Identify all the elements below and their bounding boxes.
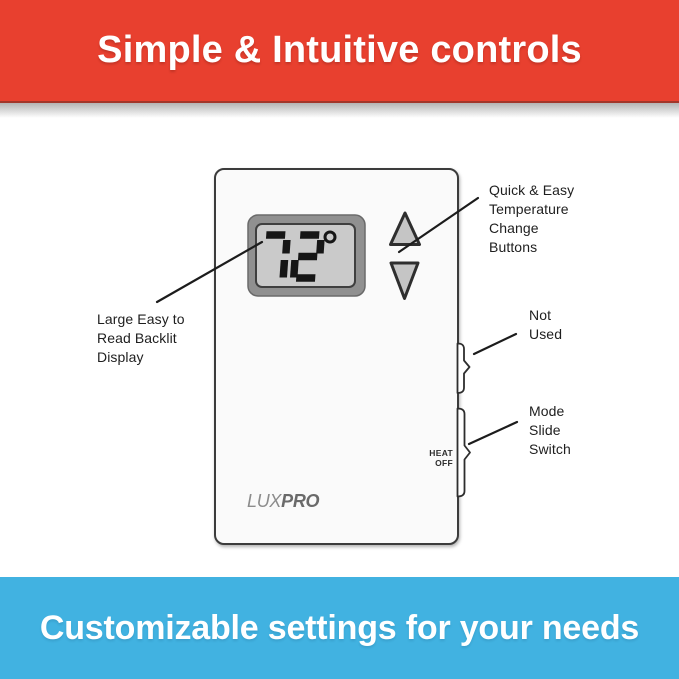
brand-suffix: PRO (281, 491, 320, 511)
mode-off-label: OFF (435, 458, 453, 468)
annotation-mode-switch: Mode Slide Switch (529, 403, 571, 457)
mode-heat-label: HEAT (429, 448, 453, 458)
bottom-banner: Customizable settings for your needs (0, 577, 679, 679)
leader-line-buttons (397, 196, 480, 254)
annotation-temp-buttons: Quick & Easy Temperature Change Buttons (489, 182, 575, 255)
annotation-backlit-display: Large Easy to Read Backlit Display (97, 311, 185, 365)
bottom-banner-title: Customizable settings for your needs (39, 608, 640, 647)
annotation-not-used: Not Used (529, 307, 563, 342)
temp-down-button (389, 261, 420, 300)
top-banner-title: Simple & Intuitive controls (97, 29, 582, 71)
unused-switch (456, 342, 471, 394)
degree-symbol (323, 230, 337, 244)
leader-line-display (155, 240, 264, 304)
leader-line-mode-switch (467, 420, 519, 446)
lcd-temperature-digits (265, 231, 325, 282)
brand-prefix: LUX (247, 491, 282, 511)
mode-slide-switch (456, 407, 471, 498)
leader-line-not-used (472, 332, 518, 356)
top-banner: Simple & Intuitive controls (0, 0, 679, 103)
temp-up-button (389, 211, 421, 246)
brand-logo: LUXPRO (247, 491, 320, 512)
